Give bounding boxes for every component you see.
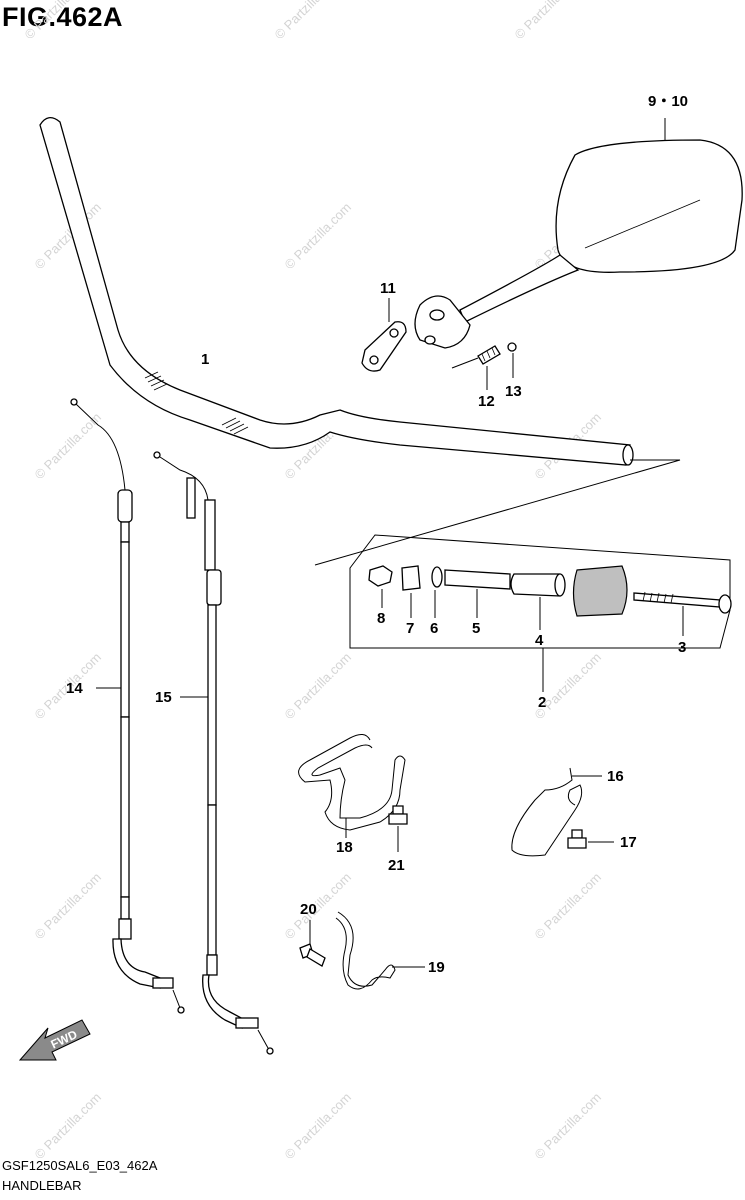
handlebar-drawing: [39, 117, 634, 466]
callout-15: 15: [155, 689, 172, 706]
callout-21: 21: [388, 857, 405, 874]
callout-6: 6: [430, 620, 438, 637]
throttle-cable-2-drawing: [153, 451, 274, 1055]
watermark: © Partzilla.com: [532, 650, 605, 723]
watermark: © Partzilla.com: [282, 650, 355, 723]
watermark: © Partzilla.com: [22, 0, 95, 42]
callout-8: 8: [377, 610, 385, 627]
callout-18: 18: [336, 839, 353, 856]
screw-nut-drawing: [451, 342, 517, 390]
watermark: © Partzilla.com: [282, 870, 355, 943]
cable-guide-18-drawing: [298, 734, 408, 852]
watermark: © Partzilla.com: [282, 200, 355, 273]
fwd-direction-arrow: FWD: [18, 1019, 91, 1061]
mirror-plate-drawing: [361, 298, 407, 372]
callout-9-10: 9・10: [648, 93, 688, 110]
callout-7: 7: [406, 620, 414, 637]
watermark: © Partzilla.com: [512, 0, 585, 42]
callout-12: 12: [478, 393, 495, 410]
callout-2: 2: [538, 694, 546, 711]
figure-title: FIG.462A: [2, 2, 124, 32]
throttle-cable-1-drawing: [70, 398, 185, 1014]
watermark: © Partzilla.com: [272, 0, 345, 42]
callout-3: 3: [678, 639, 686, 656]
callout-16: 16: [607, 768, 624, 785]
section-name: HANDLEBAR: [2, 1178, 82, 1193]
watermark: © Partzilla.com: [532, 870, 605, 943]
callout-19: 19: [428, 959, 445, 976]
watermark: © Partzilla.com: [32, 870, 105, 943]
cable-guide-16-drawing: [511, 767, 614, 857]
callout-17: 17: [620, 834, 637, 851]
assembly-box-drawing: [314, 459, 732, 692]
callout-5: 5: [472, 620, 480, 637]
callout-11: 11: [380, 280, 396, 297]
mirror-drawing: [414, 118, 743, 349]
watermark: © Partzilla.com: [282, 1090, 355, 1163]
fwd-label: FWD: [49, 1027, 80, 1051]
callout-13: 13: [505, 383, 522, 400]
callout-4: 4: [535, 632, 544, 649]
watermark: © Partzilla.com: [32, 1090, 105, 1163]
callout-1: 1: [201, 351, 209, 368]
clamp-19-drawing: [299, 911, 425, 990]
diagram-code: GSF1250SAL6_E03_462A: [2, 1158, 158, 1173]
callout-labels: 1 2 3 4 5 6 7 8 9・10 11 12 13 14 15 16 1…: [66, 93, 688, 976]
watermark: © Partzilla.com: [532, 1090, 605, 1163]
callout-20: 20: [300, 901, 317, 918]
callout-14: 14: [66, 680, 83, 697]
